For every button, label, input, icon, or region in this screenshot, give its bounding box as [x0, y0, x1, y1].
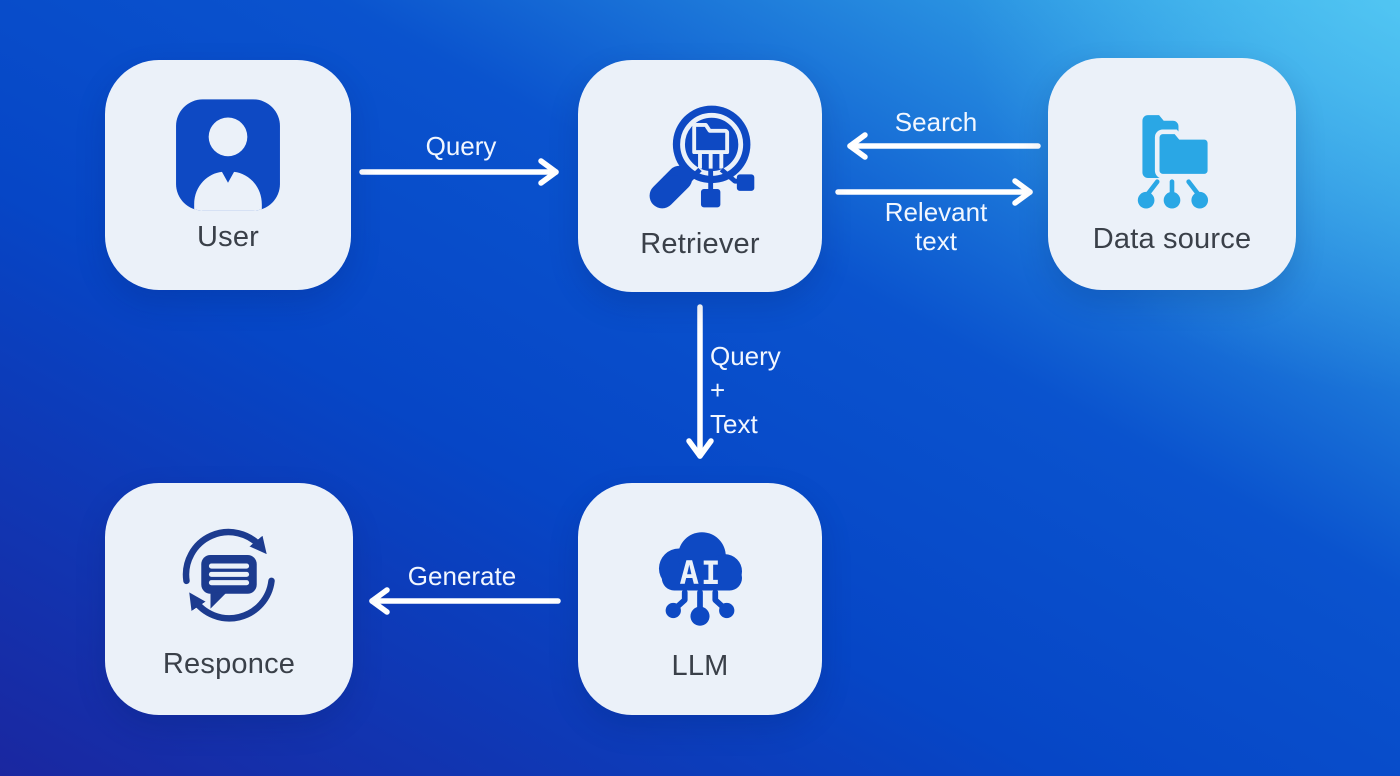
- node-data-source-label: Data source: [1092, 222, 1252, 255]
- retriever-search-icon: [649, 105, 755, 208]
- node-retriever: Retriever: [578, 60, 822, 292]
- edge-query-plus-text-line3: Text: [710, 408, 758, 439]
- node-retriever-label: Retriever: [640, 227, 760, 260]
- user-icon: [176, 98, 280, 211]
- ai-icon-text: AI: [680, 553, 723, 591]
- edge-relevant-text-label: Relevant text: [884, 197, 988, 257]
- node-user: User: [105, 60, 351, 290]
- node-llm-label: LLM: [671, 649, 729, 682]
- response-chat-refresh-icon: [182, 528, 275, 622]
- edge-query-plus-text-line1: Query: [710, 341, 781, 371]
- node-llm: AI LLM: [578, 483, 822, 715]
- node-responce: Responce: [105, 483, 353, 715]
- edge-query-plus-text-label: Query + Text: [710, 340, 781, 441]
- edge-generate-label: Generate: [407, 561, 517, 591]
- node-user-label: User: [196, 220, 260, 253]
- edge-query-plus-text-line2: +: [710, 374, 726, 405]
- node-data-source: Data source: [1048, 58, 1296, 290]
- edge-query-label: Query: [425, 131, 497, 161]
- node-responce-label: Responce: [162, 647, 296, 680]
- edge-search-label: Search: [894, 107, 978, 137]
- data-source-folders-icon: [1137, 114, 1213, 209]
- ai-cloud-icon: AI: [658, 531, 742, 626]
